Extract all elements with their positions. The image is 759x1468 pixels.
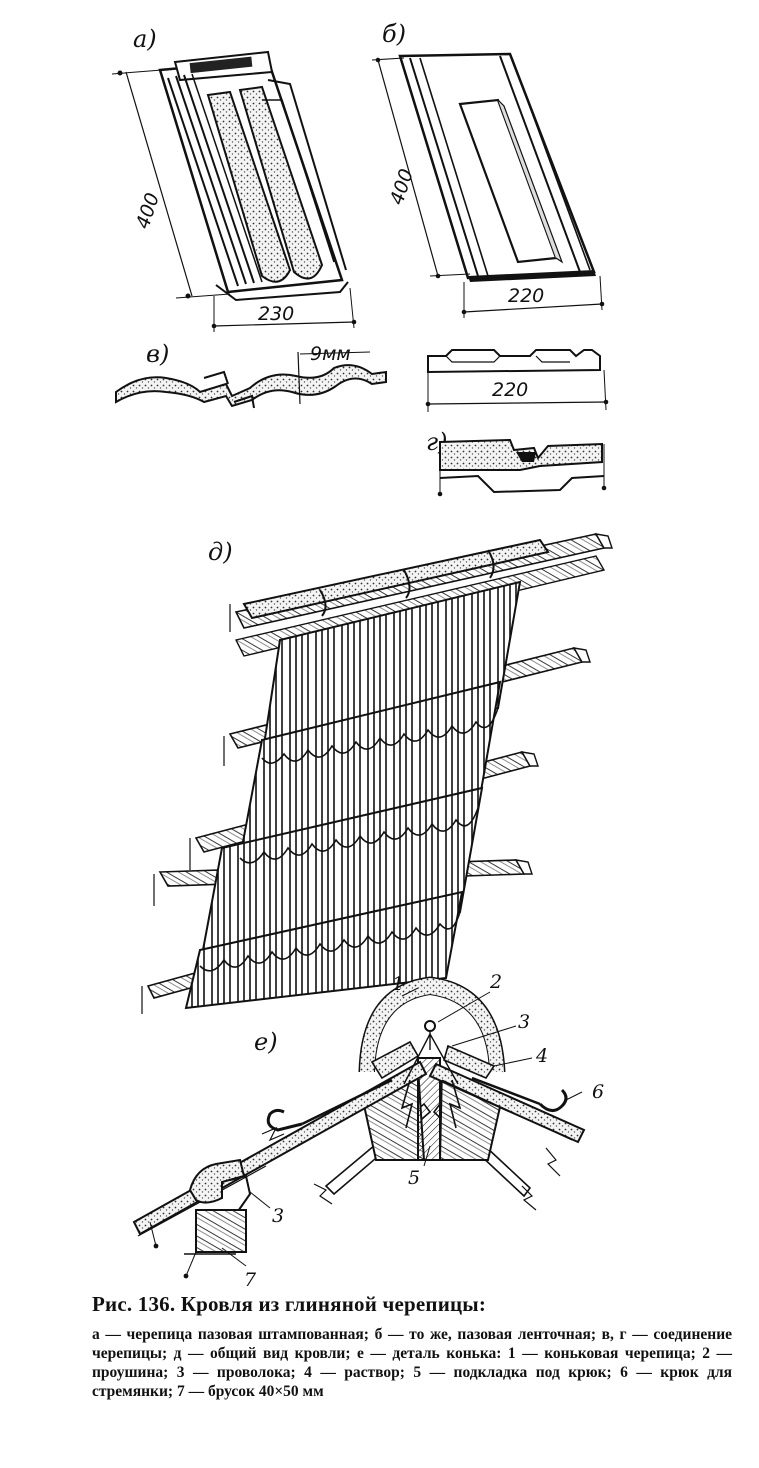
panel-g-joint-section: 220 г) bbox=[425, 349, 609, 497]
callout-5: 5 bbox=[408, 1167, 420, 1189]
figure-caption: Рис. 136. Кровля из глиняной черепицы: а… bbox=[92, 1292, 732, 1401]
panel-v-thickness-dim: 9мм bbox=[310, 343, 351, 365]
panel-e-label: е) bbox=[254, 1028, 278, 1056]
callout-3: 3 bbox=[518, 1011, 530, 1033]
panel-e-ridge-detail: е) bbox=[132, 971, 604, 1290]
panel-b-height-dim: 400 bbox=[386, 166, 418, 207]
caption-body: а — черепица пазовая штампованная; б — т… bbox=[92, 1326, 732, 1400]
callout-1: 1 bbox=[392, 973, 404, 995]
callout-6: 6 bbox=[592, 1081, 604, 1103]
panel-d-label: д) bbox=[208, 538, 233, 566]
panel-d-roof-overview: д) bbox=[141, 533, 613, 1014]
callout-2: 2 bbox=[489, 971, 502, 993]
panel-b-width-dim: 220 bbox=[508, 285, 544, 307]
panel-a-stamped-tile: а) 400 230 bbox=[111, 25, 357, 332]
panel-b-band-tile: б) 400 220 bbox=[371, 20, 605, 318]
roof-tile-figure: а) 400 230 б) bbox=[111, 20, 613, 1290]
panel-b-label: б) bbox=[382, 20, 406, 48]
panel-g-width-dim: 220 bbox=[492, 379, 528, 401]
callout-3-eave: 3 bbox=[272, 1205, 284, 1227]
callout-4: 4 bbox=[535, 1045, 548, 1067]
panel-a-height-dim: 400 bbox=[132, 190, 164, 231]
callout-7: 7 bbox=[244, 1269, 257, 1290]
caption-title: Рис. 136. Кровля из глиняной черепицы: bbox=[92, 1292, 487, 1316]
panel-v-label: в) bbox=[146, 340, 169, 368]
panel-a-width-dim: 230 bbox=[258, 303, 294, 325]
panel-v-joint-section: в) 9мм bbox=[115, 340, 387, 409]
panel-a-label: а) bbox=[133, 25, 157, 53]
